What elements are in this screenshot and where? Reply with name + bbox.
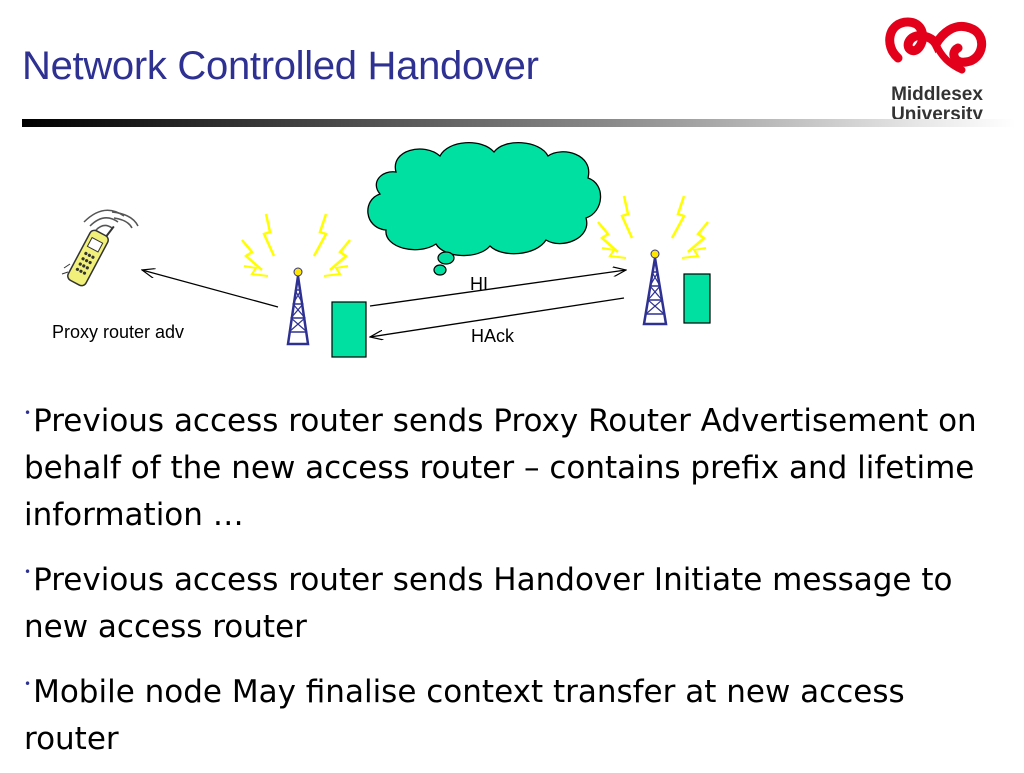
bullet-item: •Mobile node May finalise context transf… [24, 661, 984, 763]
hi-label: HI [470, 274, 488, 294]
proxy-router-adv-arrow [142, 270, 279, 308]
cloud-icon [367, 141, 602, 276]
mobile-phone-icon [61, 209, 139, 287]
bullet-marker: • [24, 406, 32, 420]
radio-tower-icon [597, 195, 709, 326]
bullet-marker: • [24, 565, 32, 579]
bullet-text: Previous access router sends Proxy Route… [24, 403, 977, 533]
radio-tower-icon [241, 213, 351, 346]
handover-diagram: Proxy router adv HI HAck [0, 130, 1024, 380]
bullet-item: •Previous access router sends Proxy Rout… [24, 390, 984, 539]
hack-arrow [370, 297, 625, 337]
hi-arrow [369, 270, 626, 307]
previous-access-router-icon [331, 301, 367, 358]
hack-label: HAck [471, 326, 515, 346]
title-underline [22, 119, 1016, 127]
middlesex-logo-icon [885, 17, 986, 74]
proxy-router-adv-label: Proxy router adv [52, 322, 185, 342]
bullet-text: Mobile node May finalise context transfe… [24, 674, 905, 757]
bullet-marker: • [24, 677, 32, 691]
bullet-list: •Previous access router sends Proxy Rout… [24, 390, 984, 773]
bullet-text: Previous access router sends Handover In… [24, 562, 953, 645]
slide-title: Network Controlled Handover [22, 44, 539, 88]
logo-text-middlesex: Middlesex [891, 84, 983, 105]
bullet-item: •Previous access router sends Handover I… [24, 549, 984, 651]
new-access-router-icon [683, 273, 711, 324]
